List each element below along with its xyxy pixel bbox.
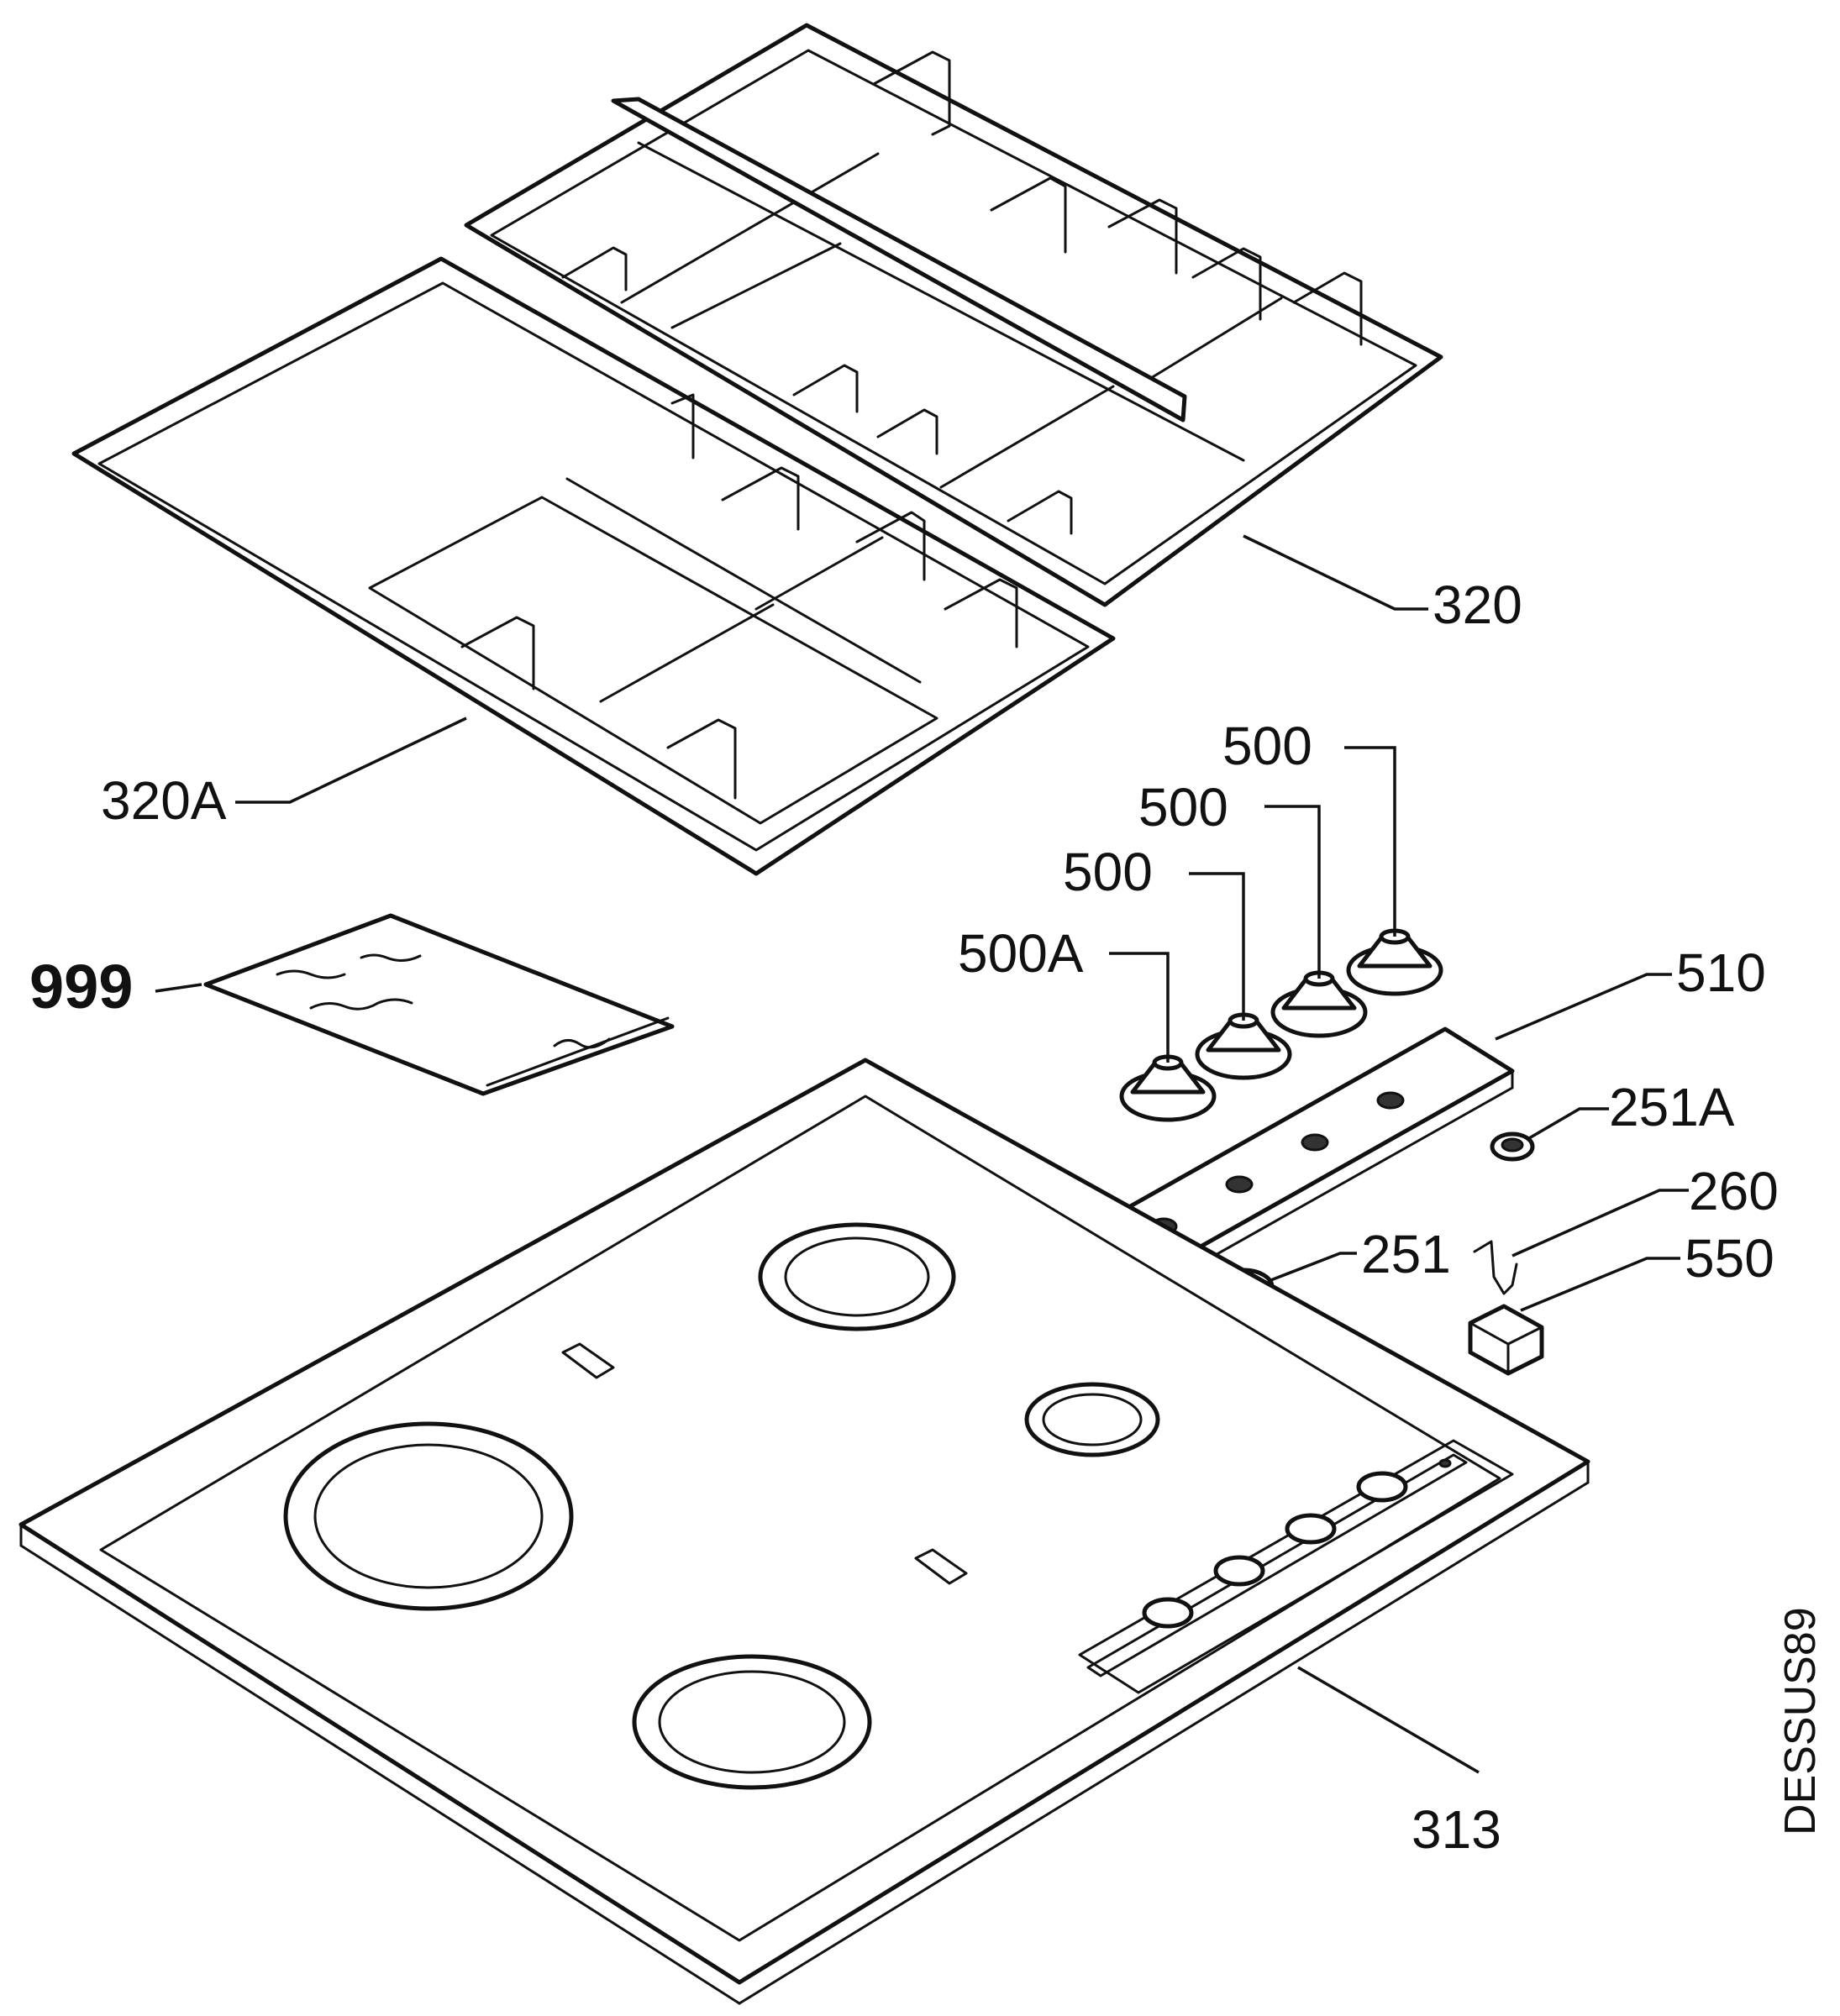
connector-550 [1468,1304,1544,1376]
knob-500-3 [1346,928,1443,996]
clip-260 [1473,1240,1518,1295]
diagram-code: DESSUS89 [1776,1607,1825,1835]
pan-support-320a [71,256,1116,876]
pan-support-320 [464,23,1443,607]
label-313: 313 [1412,1799,1501,1860]
knob-500-1 [1195,1012,1292,1080]
label-251a: 251A [1609,1077,1735,1137]
label-251: 251 [1361,1224,1451,1284]
instruction-booklet-999 [203,913,675,1096]
label-500-2: 500 [1138,777,1228,837]
label-500-1: 500 [1063,842,1153,902]
grommet-251a [1490,1131,1535,1162]
label-320a: 320A [101,770,227,831]
control-panel-strip-510 [1077,1026,1515,1295]
knob-500a [1119,1054,1217,1122]
part-labels: 320 320A 999 500 500 500 500A 510 251A 2… [29,575,1825,1860]
label-500-3: 500 [1222,716,1312,776]
label-510: 510 [1676,942,1766,1003]
knob-500-2 [1270,970,1368,1038]
label-500a: 500A [958,923,1084,984]
hob-top-313 [18,1058,1590,2005]
leader-lines [155,534,1689,1774]
label-550: 550 [1685,1228,1774,1289]
label-260: 260 [1689,1161,1779,1221]
label-320: 320 [1433,575,1522,635]
label-999: 999 [29,952,133,1021]
